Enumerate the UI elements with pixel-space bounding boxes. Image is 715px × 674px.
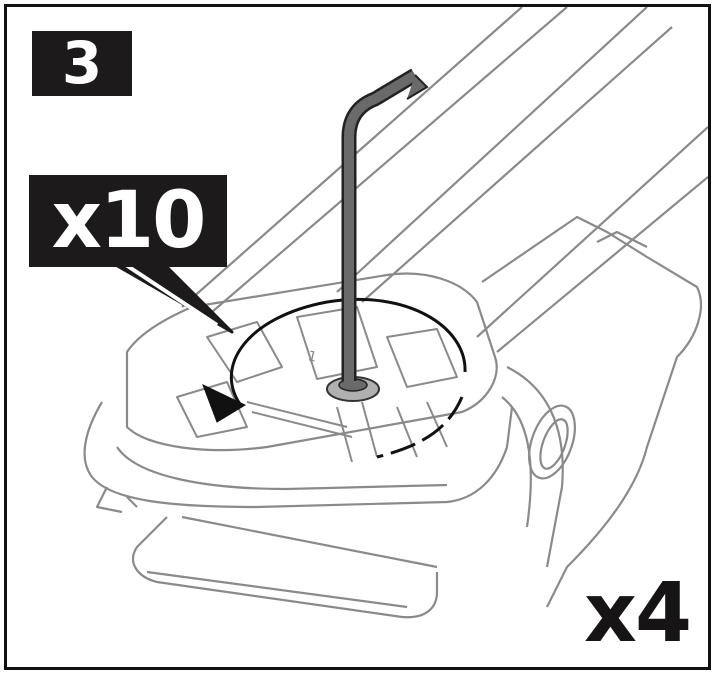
foot-body [83,215,702,619]
clamp-mechanism: 1 [176,306,458,463]
step-number: 3 [61,29,103,97]
instruction-panel: 1 3 x10 x4 [4,4,711,670]
roof-rack-foot-illustration: 1 [83,7,708,619]
hex-key-tool [341,68,429,381]
step-number-badge: 3 [32,31,132,96]
svg-text:1: 1 [306,348,318,366]
washer [326,376,380,402]
repeat-count-label: x4 [584,566,692,661]
turn-count-label: x10 [51,176,207,266]
quantity-callout: x10 [29,175,227,267]
roof-bar [181,7,708,353]
rotation-arrow [202,297,467,459]
callout-pointer [100,255,234,334]
